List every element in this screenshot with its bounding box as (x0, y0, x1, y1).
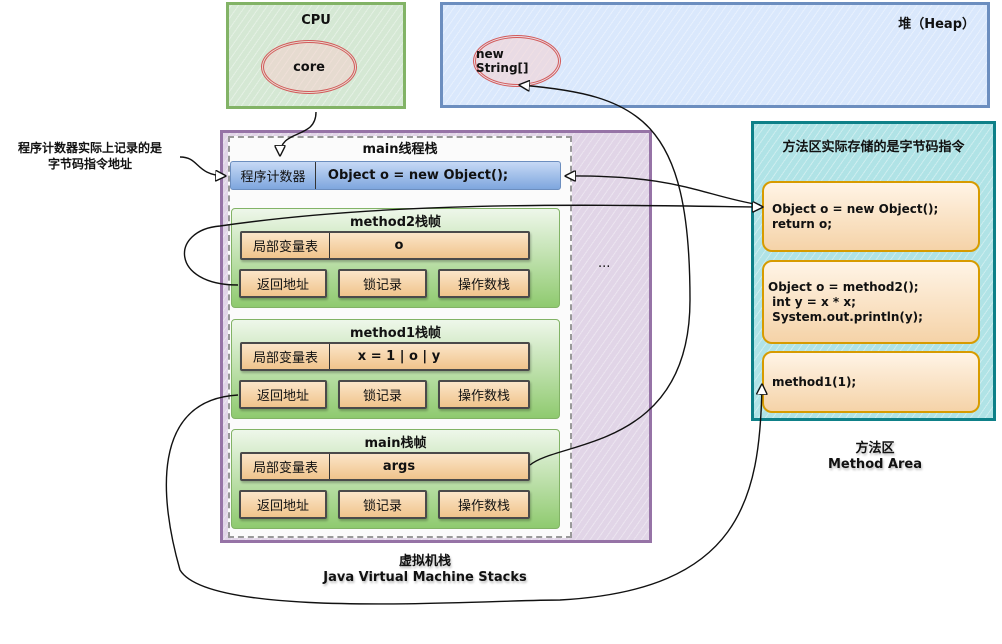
lock-record: 锁记录 (338, 269, 427, 298)
program-counter: 程序计数器 Object o = new Object(); (230, 161, 561, 190)
operand-stack: 操作数栈 (438, 490, 530, 519)
program-counter-label: 程序计数器 (231, 162, 316, 189)
return-address: 返回地址 (239, 269, 327, 298)
operand-stack: 操作数栈 (438, 380, 530, 409)
local-vars-value: x = 1 | o | y (357, 349, 441, 364)
frame-title: method1栈帧 (349, 326, 442, 341)
cpu-title: CPU (301, 13, 331, 28)
local-vars-value: args (382, 459, 416, 474)
program-counter-value: Object o = new Object(); (327, 168, 509, 183)
local-vars-label: 局部变量表 (242, 233, 330, 258)
stack-frame-method1: method1栈帧 局部变量表 x = 1 | o | y 返回地址 锁记录 操… (231, 319, 560, 419)
stack-frame-method2: method2栈帧 局部变量表 o 返回地址 锁记录 操作数栈 (231, 208, 560, 308)
local-variable-table: 局部变量表 o (240, 231, 530, 260)
local-variable-table: 局部变量表 args (240, 452, 530, 481)
stack-frame-main: main栈帧 局部变量表 args 返回地址 锁记录 操作数栈 (231, 429, 560, 529)
heap-object: new String[] (473, 35, 561, 87)
frame-title: method2栈帧 (349, 215, 442, 230)
method-area-box: 方法区实际存储的是字节码指令 Object o = new Object(); … (751, 121, 996, 421)
lock-record: 锁记录 (338, 380, 427, 409)
cpu-box: CPU core (226, 2, 406, 109)
jvm-stacks-label: 虚拟机栈 Java Virtual Machine Stacks (320, 554, 530, 586)
jvm-stacks-label-en: Java Virtual Machine Stacks (323, 570, 527, 585)
bytecode-block-method2: Object o = new Object(); return o; (762, 181, 980, 252)
method-area-label-en: Method Area (827, 457, 923, 472)
annotation-to-pc-arrow (179, 156, 225, 176)
bytecode-block-method1: Object o = method2(); int y = x * x; Sys… (762, 260, 980, 344)
heap-box: 堆（Heap） new String[] (440, 2, 990, 108)
local-vars-value: o (394, 238, 404, 253)
cpu-core: core (261, 40, 357, 94)
jvm-stacks-label-cn: 虚拟机栈 (398, 554, 451, 569)
more-threads-ellipsis: ... (598, 256, 611, 271)
local-variable-table: 局部变量表 x = 1 | o | y (240, 342, 530, 371)
return-address: 返回地址 (239, 490, 327, 519)
heap-title: 堆（Heap） (898, 17, 975, 32)
lock-record: 锁记录 (338, 490, 427, 519)
method-area-title: 方法区实际存储的是字节码指令 (782, 140, 965, 155)
bytecode-block-main: method1(1); (762, 351, 980, 413)
frame-title: main栈帧 (364, 436, 427, 451)
local-vars-label: 局部变量表 (242, 454, 330, 479)
thread-stack-title: main线程栈 (362, 142, 438, 157)
pc-annotation-line1: 程序计数器实际上记录的是 (17, 141, 162, 155)
return-address: 返回地址 (239, 380, 327, 409)
pc-annotation-line2: 字节码指令地址 (47, 157, 132, 171)
method-area-label: 方法区 Method Area (800, 441, 950, 473)
pc-annotation: 程序计数器实际上记录的是 字节码指令地址 (0, 140, 180, 172)
operand-stack: 操作数栈 (438, 269, 530, 298)
local-vars-label: 局部变量表 (242, 344, 330, 369)
method-area-label-cn: 方法区 (855, 441, 895, 456)
